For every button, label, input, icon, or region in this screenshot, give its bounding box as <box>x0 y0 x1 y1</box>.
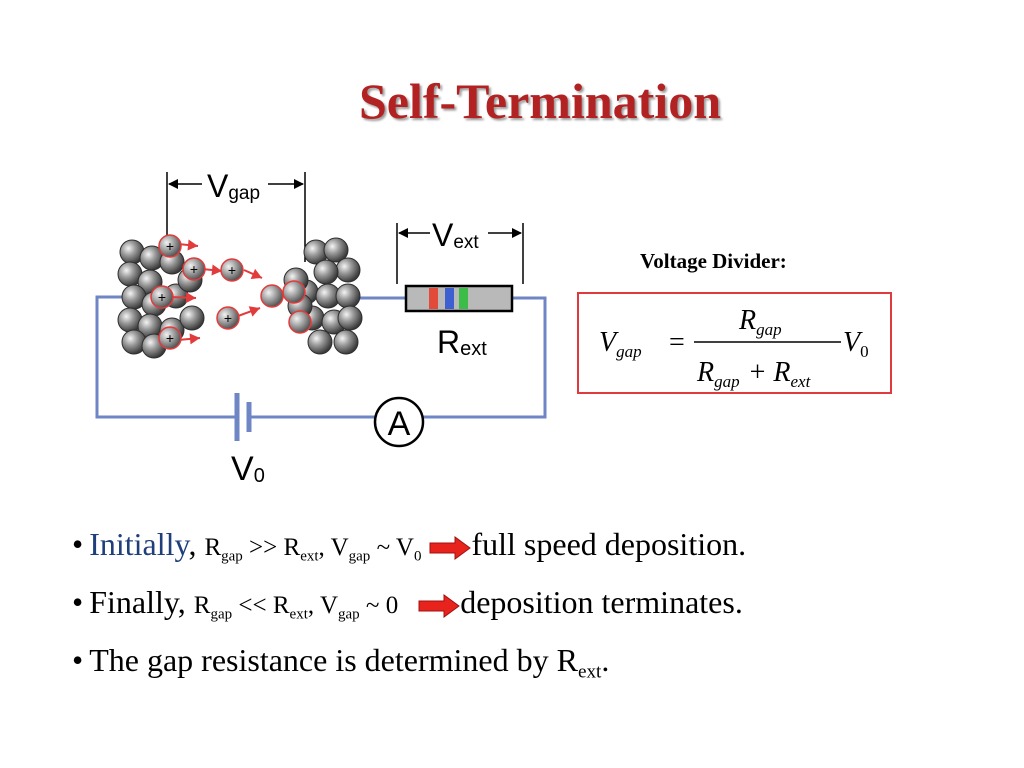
ion-particle <box>158 234 182 258</box>
formula-equals: = <box>669 327 685 358</box>
ion-arrow-head <box>185 292 196 304</box>
bullet-initially: •Initially, Rgap >> Rext, Vgap ~ V0 full… <box>72 526 747 565</box>
wire-bottom-right <box>423 296 547 419</box>
ion-charge-label: + <box>166 238 174 254</box>
right-arrow-icon <box>418 593 461 618</box>
slide-title: Self-Termination <box>358 73 722 129</box>
bullet-initially-lead: Initially <box>89 526 189 562</box>
electrode-atom <box>333 329 359 355</box>
rext-label: Rext <box>437 324 487 360</box>
electrode-atom <box>335 257 361 283</box>
ion-charge-label: + <box>228 262 236 278</box>
battery-icon <box>234 393 252 441</box>
ion-particle <box>150 285 174 309</box>
ion-flow-group: + + + + + + <box>150 234 312 350</box>
electrode-atom <box>323 237 349 263</box>
wire-left <box>95 295 237 419</box>
bullet-gap-resistance: •The gap resistance is determined by Rex… <box>72 642 610 683</box>
vext-dimension <box>396 223 524 284</box>
formula-rhs: V0 <box>843 327 869 361</box>
ion-charge-label: + <box>190 261 198 277</box>
bullet-finally-lead: Finally, <box>89 584 186 620</box>
ion-arrow-head <box>250 268 262 279</box>
electrode-atom <box>313 259 339 285</box>
ion-arrow-head <box>189 333 200 345</box>
resistor-band-3 <box>459 288 468 309</box>
ion-charge-label: + <box>224 310 232 326</box>
formula-box: Vgap = Rgap Rgap+Rext V0 <box>577 292 892 394</box>
ion-charge-label: + <box>158 289 166 305</box>
electrode-atom <box>179 305 205 331</box>
ion-charge-label: + <box>166 330 174 346</box>
ammeter-label: A <box>388 405 411 443</box>
ion-arrow-head <box>248 306 260 317</box>
ion-particle <box>288 310 312 334</box>
electrode-atom <box>337 305 363 331</box>
ion-particle <box>216 306 240 330</box>
ion-particle <box>282 280 306 304</box>
ion-particle <box>260 284 284 308</box>
formula-numerator: Rgap <box>738 305 782 339</box>
voltage-divider-formula: Vgap = Rgap Rgap+Rext V0 <box>599 305 869 391</box>
formula-lhs: Vgap <box>599 327 642 361</box>
vgap-label: Vgap <box>207 168 260 204</box>
vext-label: Vext <box>432 217 479 253</box>
right-arrow-icon <box>429 535 472 560</box>
ion-arrow-head <box>211 264 222 276</box>
electrode-atom <box>307 329 333 355</box>
circuit-wires <box>95 295 547 419</box>
ion-arrow-head <box>187 239 198 251</box>
resistor-icon <box>404 284 514 313</box>
resistor-band-1 <box>429 288 438 309</box>
bullet-initially-result: full speed deposition. <box>471 526 747 562</box>
ammeter-icon: A <box>373 396 425 448</box>
voltage-divider-heading: Voltage Divider: <box>640 249 787 273</box>
v0-label: V0 <box>231 450 265 488</box>
bullet-finally-result: deposition terminates. <box>460 584 743 620</box>
ion-particle <box>220 258 244 282</box>
resistor-band-2 <box>445 288 454 309</box>
electrode-atom <box>335 283 361 309</box>
formula-denominator: Rgap+Rext <box>696 357 812 391</box>
bullet-finally: •Finally, Rgap << Rext, Vgap ~ 0 deposit… <box>72 584 743 623</box>
ion-particle <box>158 326 182 350</box>
ion-particle <box>182 257 206 281</box>
